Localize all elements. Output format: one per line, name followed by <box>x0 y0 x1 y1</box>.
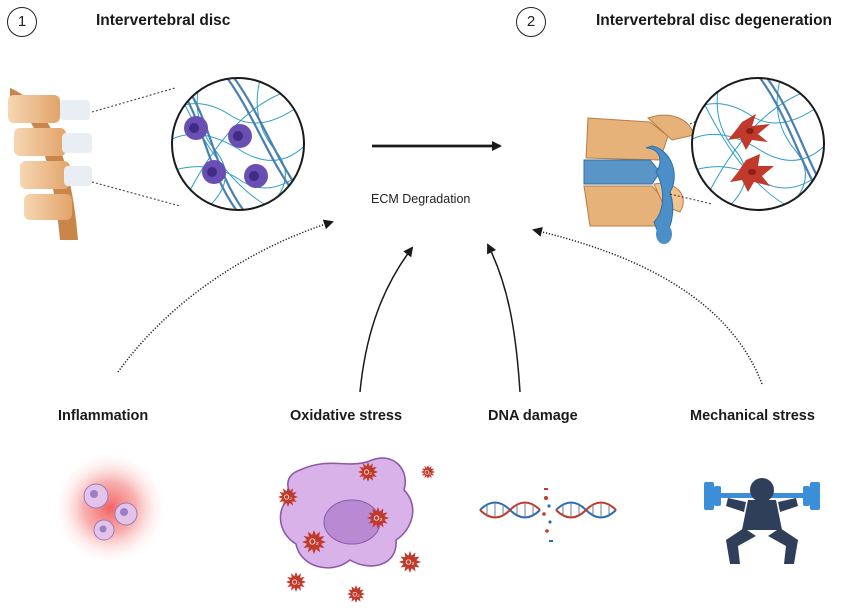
factor-label-mechanical: Mechanical stress <box>690 408 815 424</box>
arrow-oxidative <box>359 246 414 393</box>
healthy-cells <box>184 116 268 188</box>
panel2-title: Intervertebral disc degeneration <box>596 12 833 29</box>
oxidative-stress-icon <box>279 457 414 569</box>
ecm-degradation-label: ECM Degradation <box>371 192 471 206</box>
ros-star-label: O₂ <box>406 558 415 567</box>
arrow-inflammation <box>117 219 334 373</box>
ros-star-label: O₂ <box>374 514 383 523</box>
ros-star <box>421 465 435 479</box>
weightlifter-icon <box>704 478 820 564</box>
factor-label-dna: DNA damage <box>488 408 578 424</box>
ros-star <box>347 585 365 603</box>
arrow-mechanical <box>532 226 763 385</box>
factor-arrows <box>117 219 763 393</box>
degenerated-spine-illustration <box>583 114 713 244</box>
ros-stars: O₂ O₂ O₂ O₂ O₂ O₂ O₂ O₂ <box>278 462 435 603</box>
ros-star-label: O₂ <box>309 537 319 547</box>
factor-label-oxidative: Oxidative stress <box>290 408 403 424</box>
ros-star-label: O₂ <box>364 470 372 477</box>
degenerated-ecm-zoom <box>691 77 825 211</box>
ros-star <box>278 487 298 507</box>
degenerated-cells <box>728 114 774 192</box>
ros-star-label: O₂ <box>425 471 433 477</box>
ros-star-label: O₂ <box>352 592 360 599</box>
arrow-dna <box>487 243 521 393</box>
factor-label-inflammation: Inflammation <box>58 408 149 424</box>
dna-damage-icon <box>479 488 617 542</box>
ros-star-label: O₂ <box>284 495 292 502</box>
vertebrae-stack <box>8 95 92 220</box>
zoom-line-bottom-2 <box>669 193 713 205</box>
step-number-2: 2 <box>516 7 546 37</box>
healthy-ecm-zoom <box>171 77 305 211</box>
ros-star <box>399 551 421 573</box>
ros-star <box>286 572 306 592</box>
ros-star <box>367 507 389 529</box>
step-number-1: 1 <box>7 7 37 37</box>
zoom-line-bottom <box>91 181 181 207</box>
panel1-title: Intervertebral disc <box>96 12 231 29</box>
ros-star-label: O₂ <box>292 580 300 587</box>
healthy-spine-illustration <box>8 87 181 240</box>
ros-star <box>302 530 326 554</box>
ros-star <box>358 462 378 482</box>
zoom-line-top <box>91 87 176 113</box>
inflammation-icon <box>52 450 168 566</box>
